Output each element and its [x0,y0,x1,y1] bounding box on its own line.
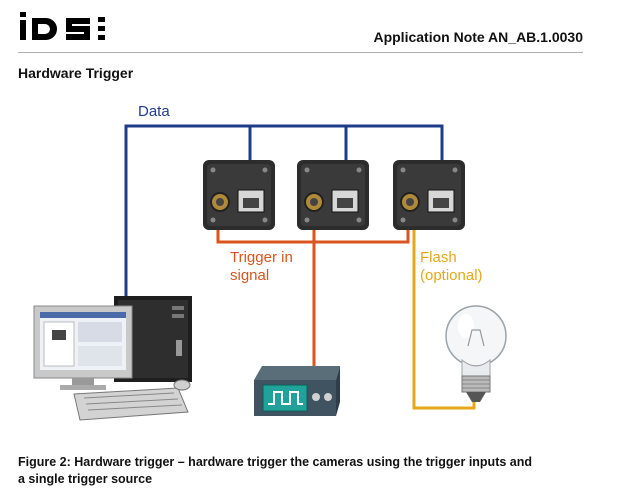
computer-icon [33,296,192,421]
label-trigger-line2: signal [230,267,270,284]
camera-1 [203,160,275,230]
camera-2 [297,160,369,230]
label-trigger-line1: Trigger in [230,249,293,266]
label-flash-line1: Flash [420,249,457,266]
light-bulb-icon [445,305,507,402]
document-title: Application Note AN_AB.1.0030 [373,29,583,45]
trigger-cables [216,212,410,366]
caption-line1: Figure 2: Hardware trigger – hardware tr… [18,455,533,469]
section-heading: Hardware Trigger [18,65,134,81]
ids-logo [20,12,105,40]
camera-3 [393,160,465,230]
hardware-trigger-diagram [33,124,507,421]
header-rule [18,52,583,53]
label-data: Data [138,103,170,120]
label-flash: Flash (optional) [420,249,510,285]
figure-caption: Figure 2: Hardware trigger – hardware tr… [18,454,598,488]
trigger-box-icon [254,366,340,416]
caption-line2: a single trigger source [18,472,153,486]
label-trigger-signal: Trigger in signal [230,249,320,285]
label-flash-line2: (optional) [420,267,483,284]
